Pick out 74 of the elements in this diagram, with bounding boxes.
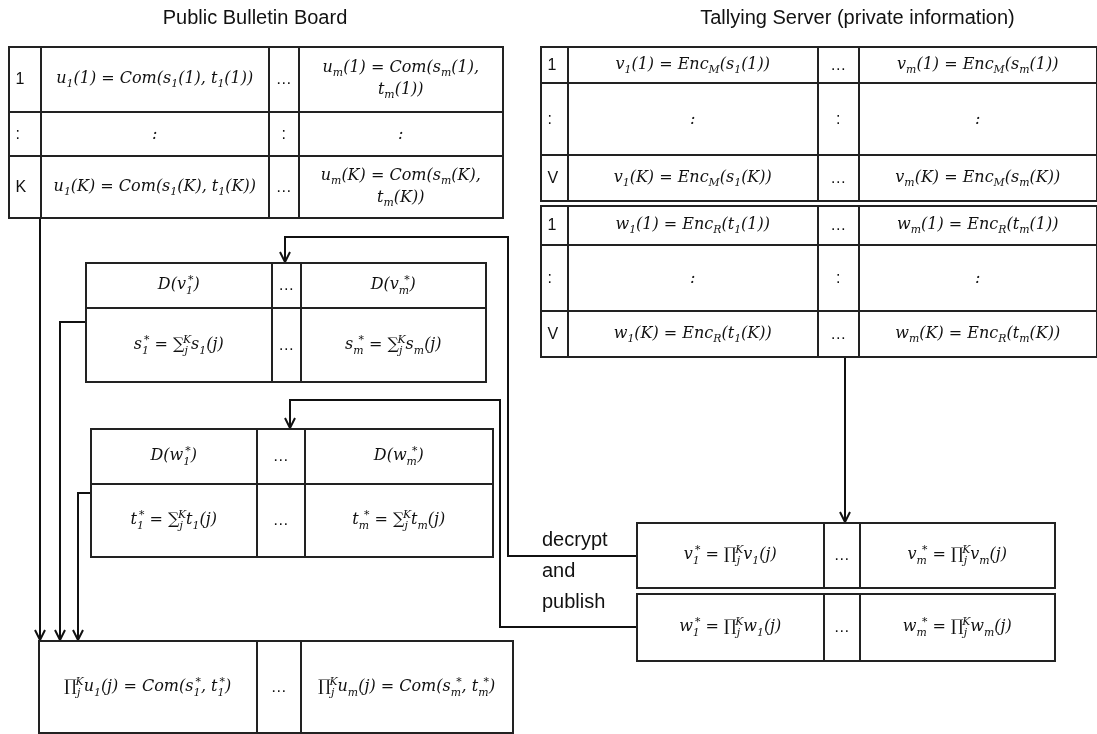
table-text: :	[547, 109, 552, 128]
table	[85, 262, 487, 383]
table	[8, 46, 504, 219]
formula: :	[975, 268, 981, 288]
table-text: …	[830, 168, 847, 187]
arrow	[34, 218, 46, 641]
formula: w$_{m}$$^{*}$ = ∏$_{j}$$^{K}$w$_{m}$(j)	[902, 615, 1012, 639]
formula: v$_{m}$(1) = Enc$_{M}$(s$_{m}$(1))	[897, 53, 1059, 76]
formula: t$_{m}$$^{*}$ = ∑$_{j}$$^{K}$t$_{m}$(j)	[352, 508, 446, 532]
formula: D(w$_{m}$$^{*}$)	[373, 444, 424, 468]
table-text: …	[270, 677, 287, 696]
formula: v$_{1}$$^{*}$ = ∏$_{j}$$^{K}$v$_{1}$(j)	[683, 543, 777, 567]
table-text: 1	[547, 216, 557, 235]
table-text: …	[833, 546, 850, 565]
formula: w$_{1}$(1) = Enc$_{R}$(t$_{1}$(1))	[615, 214, 770, 237]
table	[636, 522, 1056, 589]
formula: :	[152, 124, 158, 144]
table-text: :	[836, 109, 841, 128]
table-text: …	[830, 55, 847, 74]
table-text: …	[275, 177, 292, 196]
table-text: …	[272, 511, 289, 530]
formula: u$_{1}$(K) = Com(s$_{1}$(K), t$_{1}$(K))	[53, 175, 256, 198]
arrow	[72, 492, 91, 641]
heading: Public Bulletin Board	[162, 6, 348, 28]
table-text: :	[547, 268, 552, 287]
formula: s$_{1}$$^{*}$ = ∑$_{j}$$^{K}$s$_{1}$(j)	[133, 333, 224, 357]
table	[38, 640, 514, 734]
table-text: V	[547, 168, 559, 187]
table-text: …	[278, 335, 295, 354]
arrow	[839, 357, 851, 523]
formula: v$_{1}$(K) = Enc$_{M}$(s$_{1}$(K))	[613, 166, 772, 189]
formula: ∏$_{j}$$^{K}$u$_{1}$(j) = Com(s$_{1}$$^{*}$, t$_{1}$$^{*}$)	[64, 675, 232, 699]
formula: v$_{m}$(K) = Enc$_{M}$(s$_{m}$(K))	[895, 166, 1061, 189]
table-text: 1	[547, 55, 557, 74]
table	[90, 428, 494, 558]
table	[636, 593, 1056, 662]
arrow	[54, 321, 86, 641]
formula: w$_{m}$(K) = Enc$_{R}$(t$_{m}$(K))	[895, 322, 1061, 345]
table-text: :	[281, 124, 286, 143]
formula: :	[690, 268, 696, 288]
table-text: K	[15, 177, 27, 196]
formula: w$_{m}$(1) = Enc$_{R}$(t$_{m}$(1))	[897, 214, 1059, 237]
arrow	[279, 236, 637, 557]
formula: w$_{1}$$^{*}$ = ∏$_{j}$$^{K}$w$_{1}$(j)	[679, 615, 782, 639]
table-text: 1	[15, 70, 25, 89]
formula: s$_{m}$$^{*}$ = ∑$_{j}$$^{K}$s$_{m}$(j)	[344, 333, 442, 357]
formula: :	[690, 109, 696, 129]
formula: :	[975, 109, 981, 129]
table-text: :	[15, 124, 20, 143]
formula: u$_{1}$(1) = Com(s$_{1}$(1), t$_{1}$(1))	[56, 68, 254, 91]
formula: w$_{1}$(K) = Enc$_{R}$(t$_{1}$(K))	[613, 322, 772, 345]
formula: ∏$_{j}$$^{K}$u$_{m}$(j) = Com(s$_{m}$$^{*}$, t$_{m}$$^{*}$)	[318, 675, 496, 699]
table-text: V	[547, 324, 559, 343]
edge-note: decrypt and publish	[542, 528, 608, 612]
table	[540, 205, 1097, 358]
table	[540, 46, 1097, 202]
table-text: …	[833, 618, 850, 637]
table-text: …	[830, 324, 847, 343]
table-text: …	[272, 447, 289, 466]
formula: :	[398, 124, 404, 144]
formula: D(v$_{m}$$^{*}$)	[370, 273, 416, 297]
formula: v$_{1}$(1) = Enc$_{M}$(s$_{1}$(1))	[615, 53, 771, 76]
table-text: …	[830, 216, 847, 235]
formula: u$_{m}$(K) = Com(s$_{m}$(K), t$_{m}$(K))	[319, 164, 482, 209]
formula: D(v$_{1}$$^{*}$)	[157, 273, 200, 297]
table-text: :	[836, 268, 841, 287]
table-text: …	[278, 276, 295, 295]
formula: u$_{m}$(1) = Com(s$_{m}$(1), t$_{m}$(1))	[321, 57, 480, 102]
formula: t$_{1}$$^{*}$ = ∑$_{j}$$^{K}$t$_{1}$(j)	[130, 508, 217, 532]
arrow	[284, 399, 637, 628]
formula: v$_{m}$$^{*}$ = ∏$_{j}$$^{K}$v$_{m}$(j)	[907, 543, 1008, 567]
table-text: …	[275, 70, 292, 89]
heading: Tallying Server (private information)	[700, 6, 1015, 28]
formula: D(w$_{1}$$^{*}$)	[150, 444, 197, 468]
